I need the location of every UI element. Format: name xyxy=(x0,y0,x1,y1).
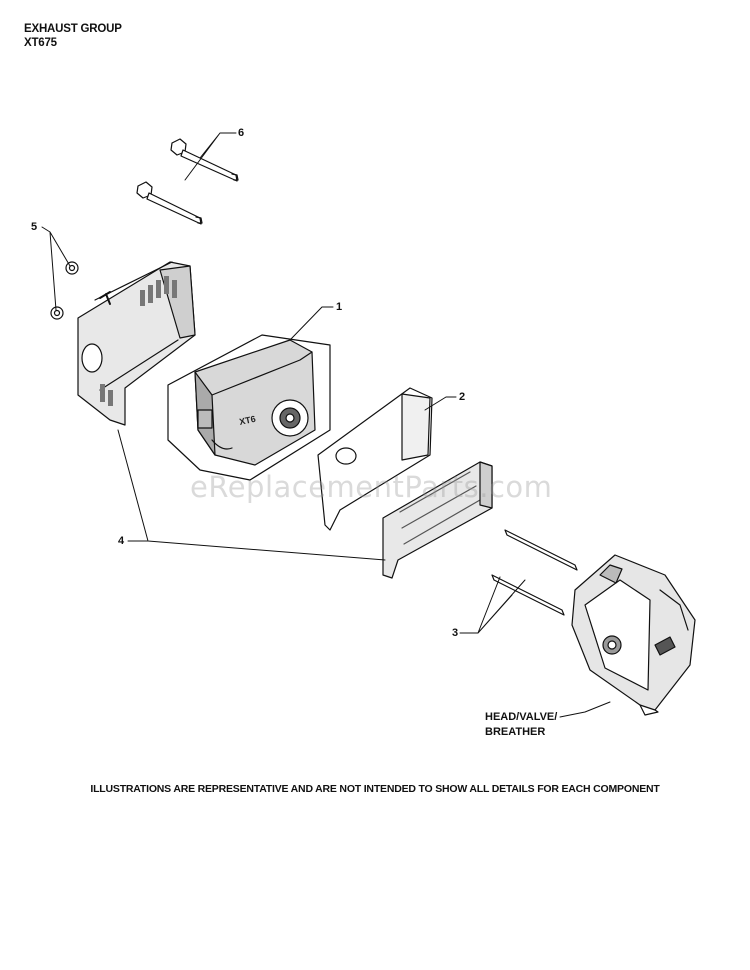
muffler xyxy=(167,334,331,481)
bolt-upper xyxy=(170,138,239,182)
reference-label-line1: HEAD/VALVE/ xyxy=(485,711,558,723)
muffler-marking: XT6 xyxy=(238,414,256,427)
watermark: eReplacementParts.com xyxy=(190,470,553,504)
reference-label: HEAD/VALVE/ BREATHER xyxy=(485,710,557,740)
callout-1: 1 xyxy=(336,301,343,313)
disclaimer-note: ILLUSTRATIONS ARE REPRESENTATIVE AND ARE… xyxy=(90,783,660,795)
callout-4: 4 xyxy=(118,535,125,547)
nut-lower xyxy=(50,306,64,320)
heat-shield-right xyxy=(382,461,493,579)
stud-lower xyxy=(491,574,565,616)
nut-upper xyxy=(65,261,79,275)
bolt-lower xyxy=(136,181,203,225)
exhaust-gasket xyxy=(317,387,433,531)
stud-upper xyxy=(504,529,578,571)
callout-6: 6 xyxy=(238,127,245,139)
reference-label-line2: BREATHER xyxy=(485,726,546,738)
callout-3: 3 xyxy=(452,627,459,639)
model-number: XT675 xyxy=(24,37,57,49)
diagram-title: EXHAUST GROUP xyxy=(24,23,122,35)
cylinder-head xyxy=(571,554,696,716)
callout-5: 5 xyxy=(31,221,38,233)
leader-lines xyxy=(41,132,611,718)
heat-shield-left xyxy=(77,261,196,426)
callout-2: 2 xyxy=(459,391,466,403)
